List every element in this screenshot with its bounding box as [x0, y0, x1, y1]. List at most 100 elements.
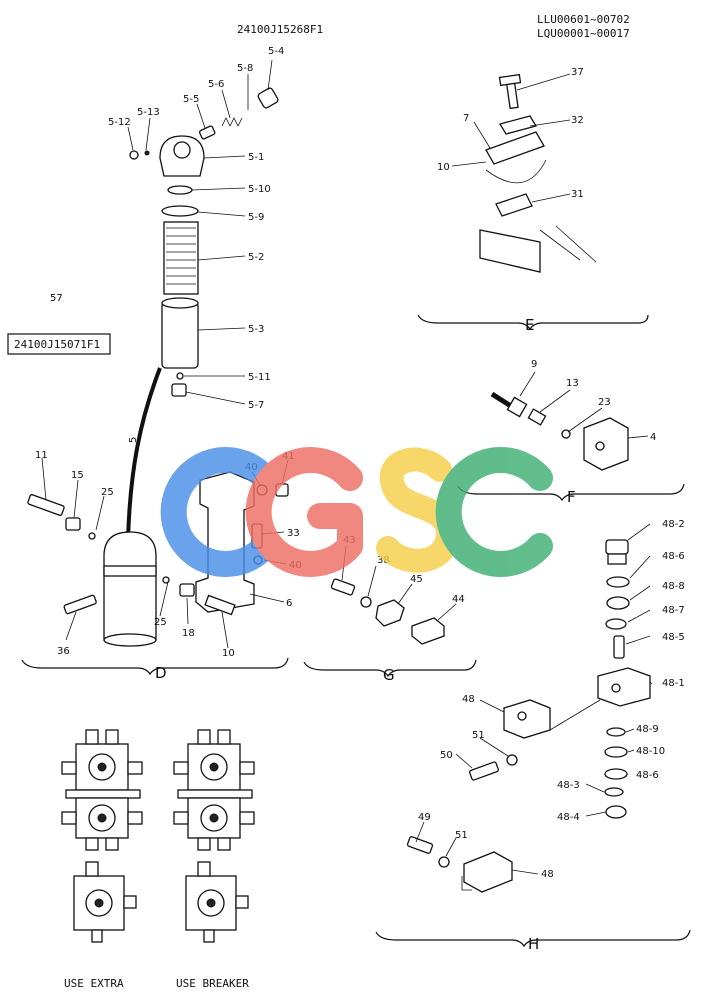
washer-48-10: [604, 746, 628, 758]
callout-18: 18: [182, 628, 195, 639]
section-label-h: H: [528, 935, 539, 953]
oring-48-7: [605, 618, 627, 630]
section-label-d: D: [155, 664, 167, 682]
pipe-10-d: [204, 594, 236, 616]
callout-5: 5: [128, 437, 139, 443]
callout-5-11: 5-11: [248, 372, 271, 383]
serial-range-1: LLU00601~00702: [537, 13, 630, 26]
washer-51a: [506, 754, 518, 766]
callout-4: 4: [650, 432, 656, 443]
head-port: [173, 141, 191, 159]
callout-51-a: 51: [472, 730, 485, 741]
callout-13: 13: [566, 378, 579, 389]
watermark-letter-c-green: [435, 447, 553, 577]
screw-5-12: [129, 150, 139, 160]
oring-48-6a: [606, 576, 630, 588]
watermark-letter-g-red: [245, 447, 363, 577]
hose-5: [126, 367, 162, 541]
oring-48-6b: [604, 768, 628, 780]
callout-44: 44: [452, 594, 465, 605]
valve-block-48a: [503, 699, 551, 739]
callout-36: 36: [57, 646, 70, 657]
bracket-7: [485, 131, 545, 165]
block-4: [583, 417, 629, 471]
oring-5-10: [167, 185, 193, 195]
callout-10-e: 10: [437, 162, 450, 173]
callout-10-d: 10: [222, 648, 235, 659]
cap-48-4: [605, 805, 627, 819]
callout-48-6-a: 48-6: [662, 551, 685, 562]
clamp-44: [411, 617, 445, 645]
callout-5-12: 5-12: [108, 117, 131, 128]
callout-48-a: 48: [462, 694, 475, 705]
callout-7: 7: [463, 113, 469, 124]
callout-48-1: 48-1: [662, 678, 685, 689]
clamp-32: [498, 115, 538, 135]
callout-37: 37: [571, 67, 584, 78]
section-d-bracket: [21, 657, 289, 676]
section-e-parts: [451, 73, 597, 273]
fitting-25a: [65, 517, 81, 531]
callout-6: 6: [286, 598, 292, 609]
serial-range-2: LQU00001~00017: [537, 27, 630, 40]
bolt-15: [27, 494, 65, 516]
callout-48-5: 48-5: [662, 632, 685, 643]
callout-5-7: 5-7: [248, 400, 264, 411]
callout-5-13: 5-13: [137, 107, 160, 118]
fitting-13: [527, 408, 547, 426]
callout-49: 49: [418, 812, 431, 823]
callout-48-9: 48-9: [636, 724, 659, 735]
part-number-box: [7, 333, 111, 355]
clamp-31: [495, 193, 533, 217]
callout-5-5: 5-5: [183, 94, 199, 105]
oring-48-3: [604, 787, 624, 797]
washer-48-8: [606, 596, 630, 610]
callout-25-a: 25: [101, 487, 114, 498]
section-label-f: F: [567, 488, 576, 506]
plug-5-7: [171, 383, 187, 397]
callout-57: 57: [50, 293, 63, 304]
callout-48-2: 48-2: [662, 519, 685, 530]
bracket-6: [195, 471, 255, 613]
valve-view-extra: [61, 729, 143, 943]
callout-25-b: 25: [154, 617, 167, 628]
oring-5-9: [161, 205, 199, 217]
caption-use-extra: USE EXTRA: [64, 977, 124, 990]
callout-48-7: 48-7: [662, 605, 685, 616]
callout-5-10: 5-10: [248, 184, 271, 195]
section-e-bracket: [417, 314, 649, 331]
plug-5-5: [198, 125, 216, 140]
callout-5-6: 5-6: [208, 79, 224, 90]
clamp-45: [375, 599, 405, 627]
filter-element-5-2: [163, 221, 199, 295]
callout-38: 38: [377, 555, 390, 566]
callout-5-1: 5-1: [248, 152, 264, 163]
section-h-bracket: [375, 929, 691, 948]
filter-assembly: [126, 59, 279, 541]
callout-48-b: 48: [541, 869, 554, 880]
callout-48-10: 48-10: [636, 746, 665, 757]
washer-38: [360, 596, 372, 608]
callout-5-8: 5-8: [237, 63, 253, 74]
bolt-43: [330, 578, 356, 596]
callout-50: 50: [440, 750, 453, 761]
fitting-5-4: [257, 87, 279, 109]
valve-block-48b: [463, 851, 513, 893]
spring-5-6: [221, 117, 243, 127]
section-g-bracket: [303, 659, 477, 678]
callout-51-b: 51: [455, 830, 468, 841]
callout-48-3: 48-3: [557, 780, 580, 791]
callout-32: 32: [571, 115, 584, 126]
callout-33: 33: [287, 528, 300, 539]
section-f-bracket: [457, 483, 685, 502]
mount-base: [479, 229, 541, 273]
watermark-letter-g-blue: [160, 447, 278, 577]
callout-48-6-b: 48-6: [636, 770, 659, 781]
callout-48-4: 48-4: [557, 812, 580, 823]
filter-case-5-3: [161, 301, 199, 369]
screw-48-5: [613, 635, 625, 659]
section-g-parts: [330, 545, 457, 645]
callout-31: 31: [571, 189, 584, 200]
washer-51b: [438, 856, 450, 868]
